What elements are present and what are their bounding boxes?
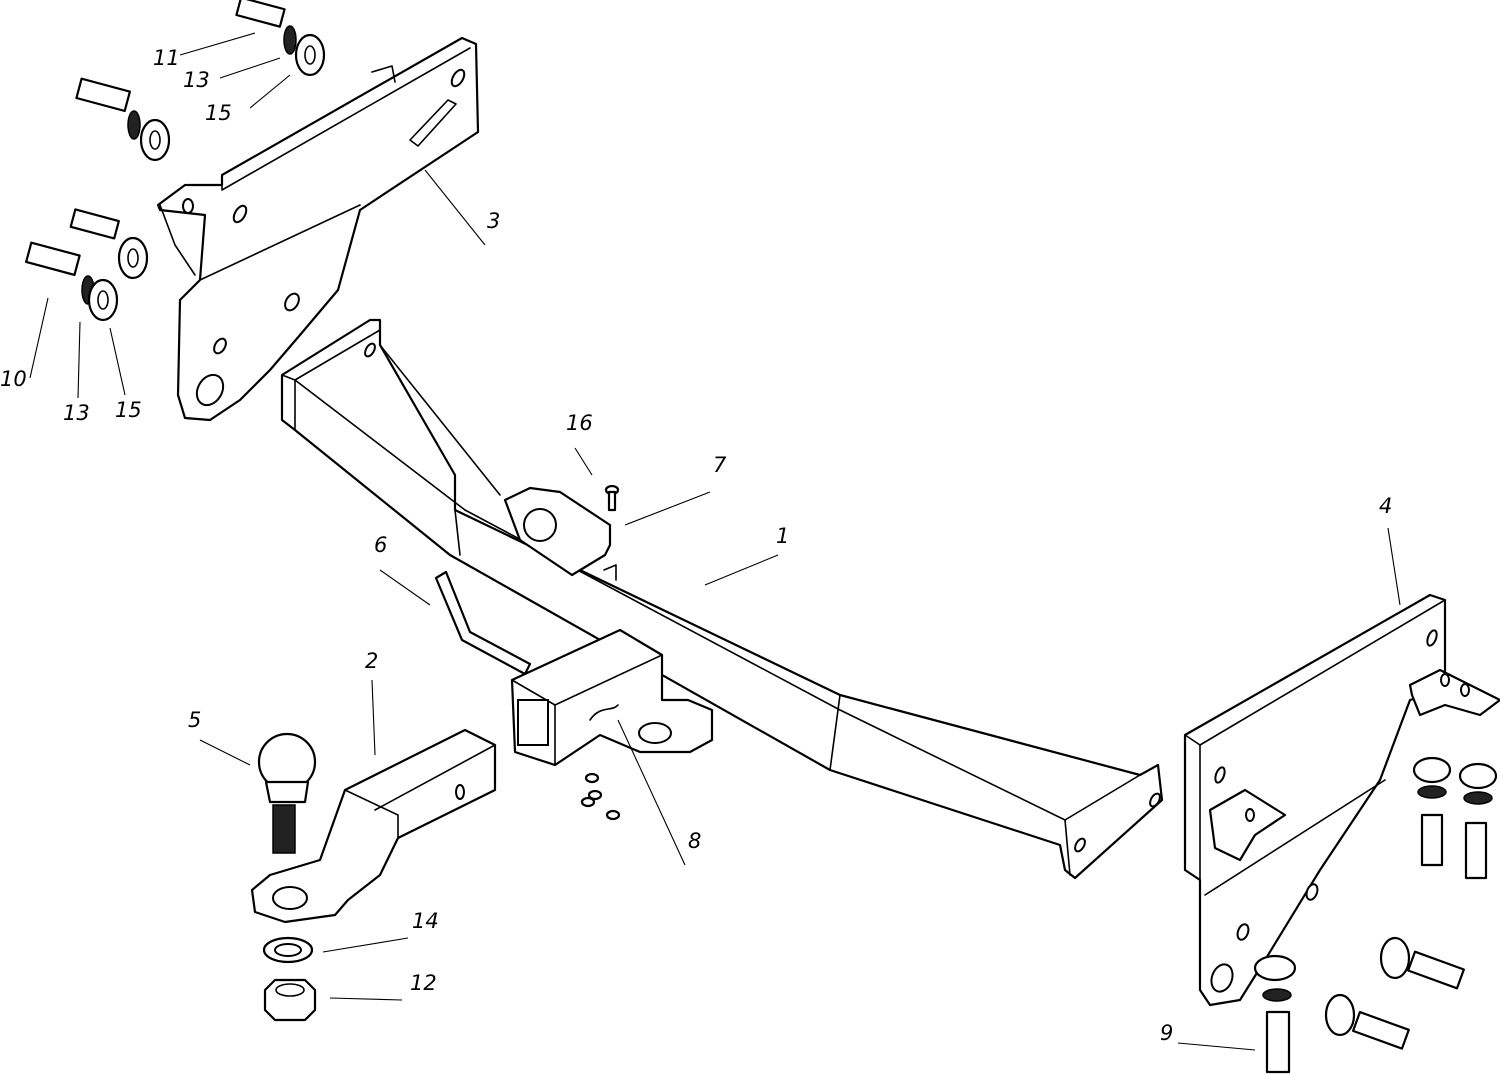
bolt-set-right-top-b <box>1458 762 1498 880</box>
right-mounting-bracket <box>1183 593 1500 1007</box>
callout-4: 4 <box>1379 494 1392 518</box>
callout-5: 5 <box>188 708 201 732</box>
bolt-set-upper-left <box>69 208 149 280</box>
callout-9: 9 <box>1160 1021 1173 1045</box>
callout-13-top: 13 <box>183 68 210 92</box>
bolt-set-right-top-a <box>1412 756 1452 867</box>
callout-2: 2 <box>365 649 378 673</box>
ball-mount <box>250 728 497 924</box>
small-bolt <box>604 484 620 512</box>
ball-nut <box>263 978 317 1022</box>
callout-14: 14 <box>412 909 439 933</box>
callout-labels: 11 13 15 3 10 13 15 16 7 1 6 2 5 8 4 14 … <box>0 46 1392 1045</box>
left-mounting-bracket <box>156 36 480 422</box>
callout-3: 3 <box>487 209 500 233</box>
main-cross-beam <box>280 318 1164 880</box>
callout-11: 11 <box>153 46 180 70</box>
callout-15-left: 15 <box>115 398 142 422</box>
callout-16: 16 <box>566 411 593 435</box>
receiver-block <box>510 628 714 767</box>
callout-6: 6 <box>374 533 387 557</box>
bolt-set-top <box>235 0 326 77</box>
callout-8: 8 <box>688 829 701 853</box>
bolt-set-right-lower-b <box>1324 993 1410 1050</box>
bolt-set-lower-left <box>25 241 119 322</box>
callout-15-top: 15 <box>205 101 232 125</box>
hitch-pin <box>434 570 532 676</box>
callout-7: 7 <box>713 453 727 477</box>
callout-1: 1 <box>776 524 789 548</box>
socket-plate <box>503 486 617 581</box>
bolt-set-mid <box>75 77 171 162</box>
callout-13-left: 13 <box>63 401 90 425</box>
leader-lines <box>29 32 1401 1051</box>
bolt-set-right-bottom <box>1253 954 1297 1074</box>
bolt-set-right-lower-a <box>1379 936 1465 990</box>
callout-12: 12 <box>410 971 437 995</box>
washer <box>262 936 314 964</box>
callout-10: 10 <box>0 367 27 391</box>
tow-ball <box>257 732 317 854</box>
receiver-nuts <box>580 772 621 821</box>
